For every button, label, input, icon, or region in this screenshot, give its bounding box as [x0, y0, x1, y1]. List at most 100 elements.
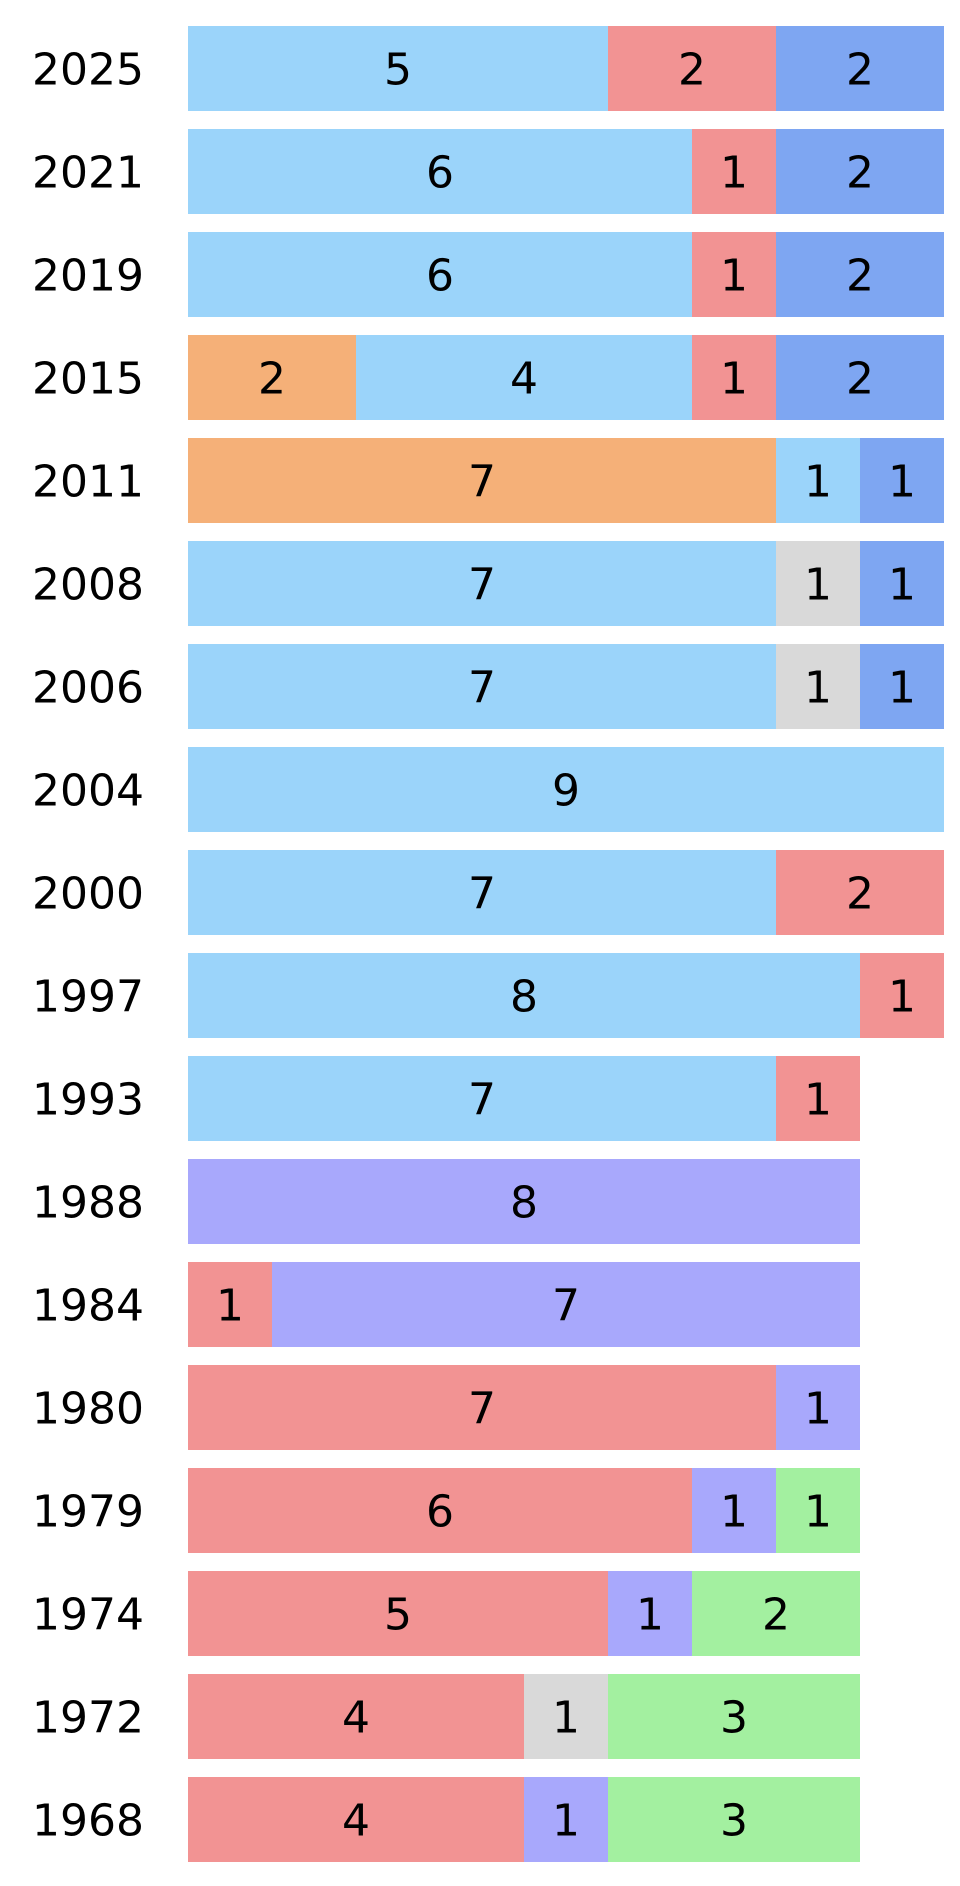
data-label-1968-2: 1	[552, 1796, 580, 1847]
bar-segment-1980-1	[188, 1365, 776, 1450]
year-label-1984: 1984	[32, 1281, 144, 1332]
data-label-2019-1: 6	[426, 251, 454, 302]
bar-segment-2021-1	[188, 129, 692, 214]
bar-segment-2025-3	[776, 26, 944, 111]
year-label-2000: 2000	[32, 869, 144, 920]
bar-segment-1979-2	[692, 1468, 776, 1553]
bar-segment-1979-3	[776, 1468, 860, 1553]
bar-segment-1979-1	[188, 1468, 692, 1553]
data-label-1972-2: 1	[552, 1693, 580, 1744]
bar-segment-1972-1	[188, 1674, 524, 1759]
year-label-2011: 2011	[32, 457, 144, 508]
bar-segment-1972-2	[524, 1674, 608, 1759]
data-label-1972-3: 3	[720, 1693, 748, 1744]
year-label-2008: 2008	[32, 560, 144, 611]
data-label-2025-2: 2	[678, 45, 706, 96]
year-label-2025: 2025	[32, 45, 144, 96]
data-label-2015-4: 2	[846, 354, 874, 405]
data-label-2008-1: 7	[468, 560, 496, 611]
year-label-1972: 1972	[32, 1693, 144, 1744]
year-labels-group: 2025202120192015201120082006200420001997…	[32, 45, 144, 1847]
data-label-1968-3: 3	[720, 1796, 748, 1847]
data-label-1980-2: 1	[804, 1384, 832, 1435]
bar-segment-2011-2	[776, 438, 860, 523]
data-label-1979-2: 1	[720, 1487, 748, 1538]
bar-segment-1988-1	[188, 1159, 860, 1244]
data-label-2019-2: 1	[720, 251, 748, 302]
data-label-2025-1: 5	[384, 45, 412, 96]
data-label-2021-3: 2	[846, 148, 874, 199]
data-label-1984-1: 1	[216, 1281, 244, 1332]
bar-segment-2021-3	[776, 129, 944, 214]
data-label-1979-1: 6	[426, 1487, 454, 1538]
bar-segment-1997-1	[188, 953, 860, 1038]
bar-segment-1993-2	[776, 1056, 860, 1141]
data-label-2011-1: 7	[468, 457, 496, 508]
data-label-2015-1: 2	[258, 354, 286, 405]
data-label-2011-3: 1	[888, 457, 916, 508]
data-label-2019-3: 2	[846, 251, 874, 302]
bar-segment-2008-2	[776, 541, 860, 626]
bar-segment-2006-2	[776, 644, 860, 729]
year-label-2021: 2021	[32, 148, 144, 199]
data-label-1988-1: 8	[510, 1178, 538, 1229]
bar-segment-2019-3	[776, 232, 944, 317]
data-label-2000-1: 7	[468, 869, 496, 920]
bar-segment-2019-1	[188, 232, 692, 317]
bar-segment-1968-1	[188, 1777, 524, 1862]
data-label-1979-3: 1	[804, 1487, 832, 1538]
data-label-2006-1: 7	[468, 663, 496, 714]
bar-segment-2006-3	[860, 644, 944, 729]
data-label-1984-2: 7	[552, 1281, 580, 1332]
data-label-1972-1: 4	[342, 1693, 370, 1744]
bar-segment-1968-3	[608, 1777, 860, 1862]
bar-segment-2006-1	[188, 644, 776, 729]
bar-segment-1984-1	[188, 1262, 272, 1347]
year-label-2004: 2004	[32, 766, 144, 817]
bar-segment-1980-2	[776, 1365, 860, 1450]
data-label-1974-3: 2	[762, 1590, 790, 1641]
data-label-1980-1: 7	[468, 1384, 496, 1435]
year-label-2015: 2015	[32, 354, 144, 405]
data-label-1993-1: 7	[468, 1075, 496, 1126]
data-label-1968-1: 4	[342, 1796, 370, 1847]
bar-segment-1984-2	[272, 1262, 860, 1347]
year-label-2006: 2006	[32, 663, 144, 714]
data-label-2011-2: 1	[804, 457, 832, 508]
data-label-2000-2: 2	[846, 869, 874, 920]
bar-segment-2008-1	[188, 541, 776, 626]
bar-segment-2015-4	[776, 335, 944, 420]
bar-segment-2015-3	[692, 335, 776, 420]
data-label-2004-1: 9	[552, 766, 580, 817]
bar-segment-2015-1	[188, 335, 356, 420]
data-label-1997-1: 8	[510, 972, 538, 1023]
data-label-2021-1: 6	[426, 148, 454, 199]
year-label-1980: 1980	[32, 1384, 144, 1435]
data-label-2008-3: 1	[888, 560, 916, 611]
data-label-2006-3: 1	[888, 663, 916, 714]
bar-segment-1997-2	[860, 953, 944, 1038]
data-label-2025-3: 2	[846, 45, 874, 96]
data-label-2006-2: 1	[804, 663, 832, 714]
bar-segment-2000-1	[188, 850, 776, 935]
year-label-1993: 1993	[32, 1075, 144, 1126]
bar-segment-2015-2	[356, 335, 692, 420]
year-label-2019: 2019	[32, 251, 144, 302]
bar-segment-2025-2	[608, 26, 776, 111]
bar-segment-2021-2	[692, 129, 776, 214]
bar-segment-1968-2	[524, 1777, 608, 1862]
year-label-1988: 1988	[32, 1178, 144, 1229]
data-label-1993-2: 1	[804, 1075, 832, 1126]
data-label-1974-1: 5	[384, 1590, 412, 1641]
bar-segment-1974-2	[608, 1571, 692, 1656]
bar-segment-2025-1	[188, 26, 608, 111]
data-label-2015-3: 1	[720, 354, 748, 405]
bar-segment-2011-3	[860, 438, 944, 523]
bar-segment-2011-1	[188, 438, 776, 523]
bar-segment-1993-1	[188, 1056, 776, 1141]
bar-segment-2000-2	[776, 850, 944, 935]
bar-segment-2004-1	[188, 747, 944, 832]
bar-segment-2008-3	[860, 541, 944, 626]
